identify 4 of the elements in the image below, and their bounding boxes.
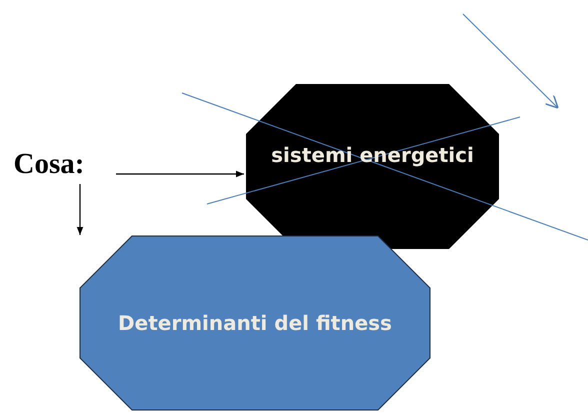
- arrow: [116, 170, 244, 178]
- heading-label: Cosa:: [14, 148, 84, 180]
- arrow: [76, 184, 84, 235]
- node-label: Determinanti del fitness: [118, 311, 392, 335]
